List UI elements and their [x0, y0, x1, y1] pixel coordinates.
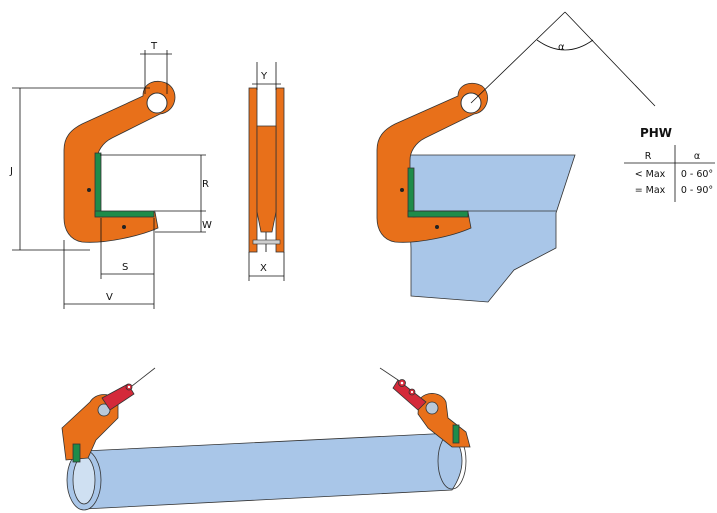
dimension-label-j: J — [9, 166, 13, 177]
side-bolt — [252, 239, 281, 245]
table-cell: 0 - 60° — [681, 169, 713, 180]
table-cell: 0 - 90° — [681, 185, 713, 196]
dimension-label-w: W — [202, 220, 212, 231]
dimension-label-s: S — [122, 262, 128, 273]
left-shackle — [101, 383, 135, 411]
clamp-front-view: T J R W S V — [9, 41, 212, 309]
table-cell: = Max — [635, 185, 666, 196]
pivot-pin — [122, 225, 126, 229]
lifting-eye — [146, 92, 168, 114]
pipe-end-inner — [72, 455, 96, 505]
clamp-body — [63, 80, 176, 243]
dimension-lines — [12, 50, 206, 309]
side-dimension-lines — [248, 62, 285, 281]
pivot-pin — [87, 188, 91, 192]
dimension-label-r: R — [202, 179, 209, 190]
table-header-alpha: α — [694, 151, 700, 162]
side-plate-left — [248, 87, 258, 253]
dimension-label-v: V — [106, 292, 113, 303]
left-sling — [131, 367, 156, 387]
plate-jaw-vertical — [407, 167, 415, 217]
steel-plate — [406, 154, 576, 303]
jaw-pad-vertical — [94, 152, 102, 217]
right-sling — [379, 367, 399, 381]
side-jaw — [256, 125, 277, 233]
jaw-pad-horizontal — [94, 210, 155, 218]
phw-table: PHW R α < Max 0 - 60° = Max 0 - 90° — [624, 126, 715, 202]
dimension-label-x: X — [260, 263, 267, 274]
table-title: PHW — [640, 126, 672, 140]
dimension-label-y: Y — [260, 71, 268, 82]
pipe-lift-view — [61, 367, 471, 511]
side-plate-right — [275, 87, 285, 253]
sling-angle — [470, 11, 656, 107]
right-clamp-jaw — [452, 424, 460, 444]
right-clamp-eye — [425, 401, 439, 415]
clamp-side-view: Y X — [248, 62, 285, 281]
table-cell: < Max — [635, 169, 666, 180]
left-clamp-jaw — [72, 443, 81, 463]
dimension-label-t: T — [150, 41, 158, 52]
right-shackle — [392, 379, 427, 411]
angle-label: α — [558, 42, 565, 53]
table-header-r: R — [645, 151, 652, 162]
pipe-body — [83, 432, 463, 510]
clamp-on-plate-view: α — [376, 11, 656, 303]
plate-jaw-horizontal — [407, 210, 469, 218]
